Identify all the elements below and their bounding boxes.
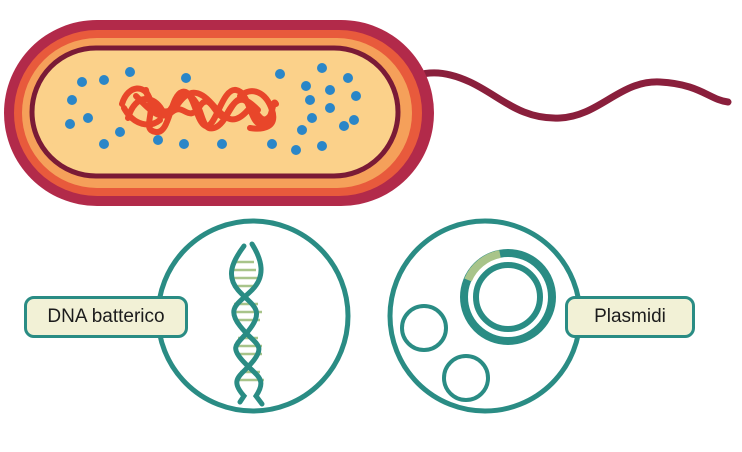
plasmid-circle bbox=[387, 218, 583, 414]
plasmid-label-text: Plasmidi bbox=[594, 306, 666, 327]
plasmid-label: Plasmidi bbox=[565, 296, 695, 338]
dna-helix-icon bbox=[228, 241, 265, 407]
dna-label-text: DNA batterico bbox=[47, 306, 165, 327]
flagellum-icon bbox=[384, 69, 732, 122]
small-plasmid-2 bbox=[442, 354, 490, 402]
small-plasmid-1 bbox=[400, 304, 448, 352]
bacterium-cell-icon bbox=[4, 20, 434, 206]
plasmid-ring-icon bbox=[460, 249, 556, 345]
nucleoid bbox=[119, 85, 279, 135]
dna-circle bbox=[155, 218, 351, 414]
dna-label: DNA batterico bbox=[24, 296, 188, 338]
ribosomes bbox=[65, 63, 361, 155]
